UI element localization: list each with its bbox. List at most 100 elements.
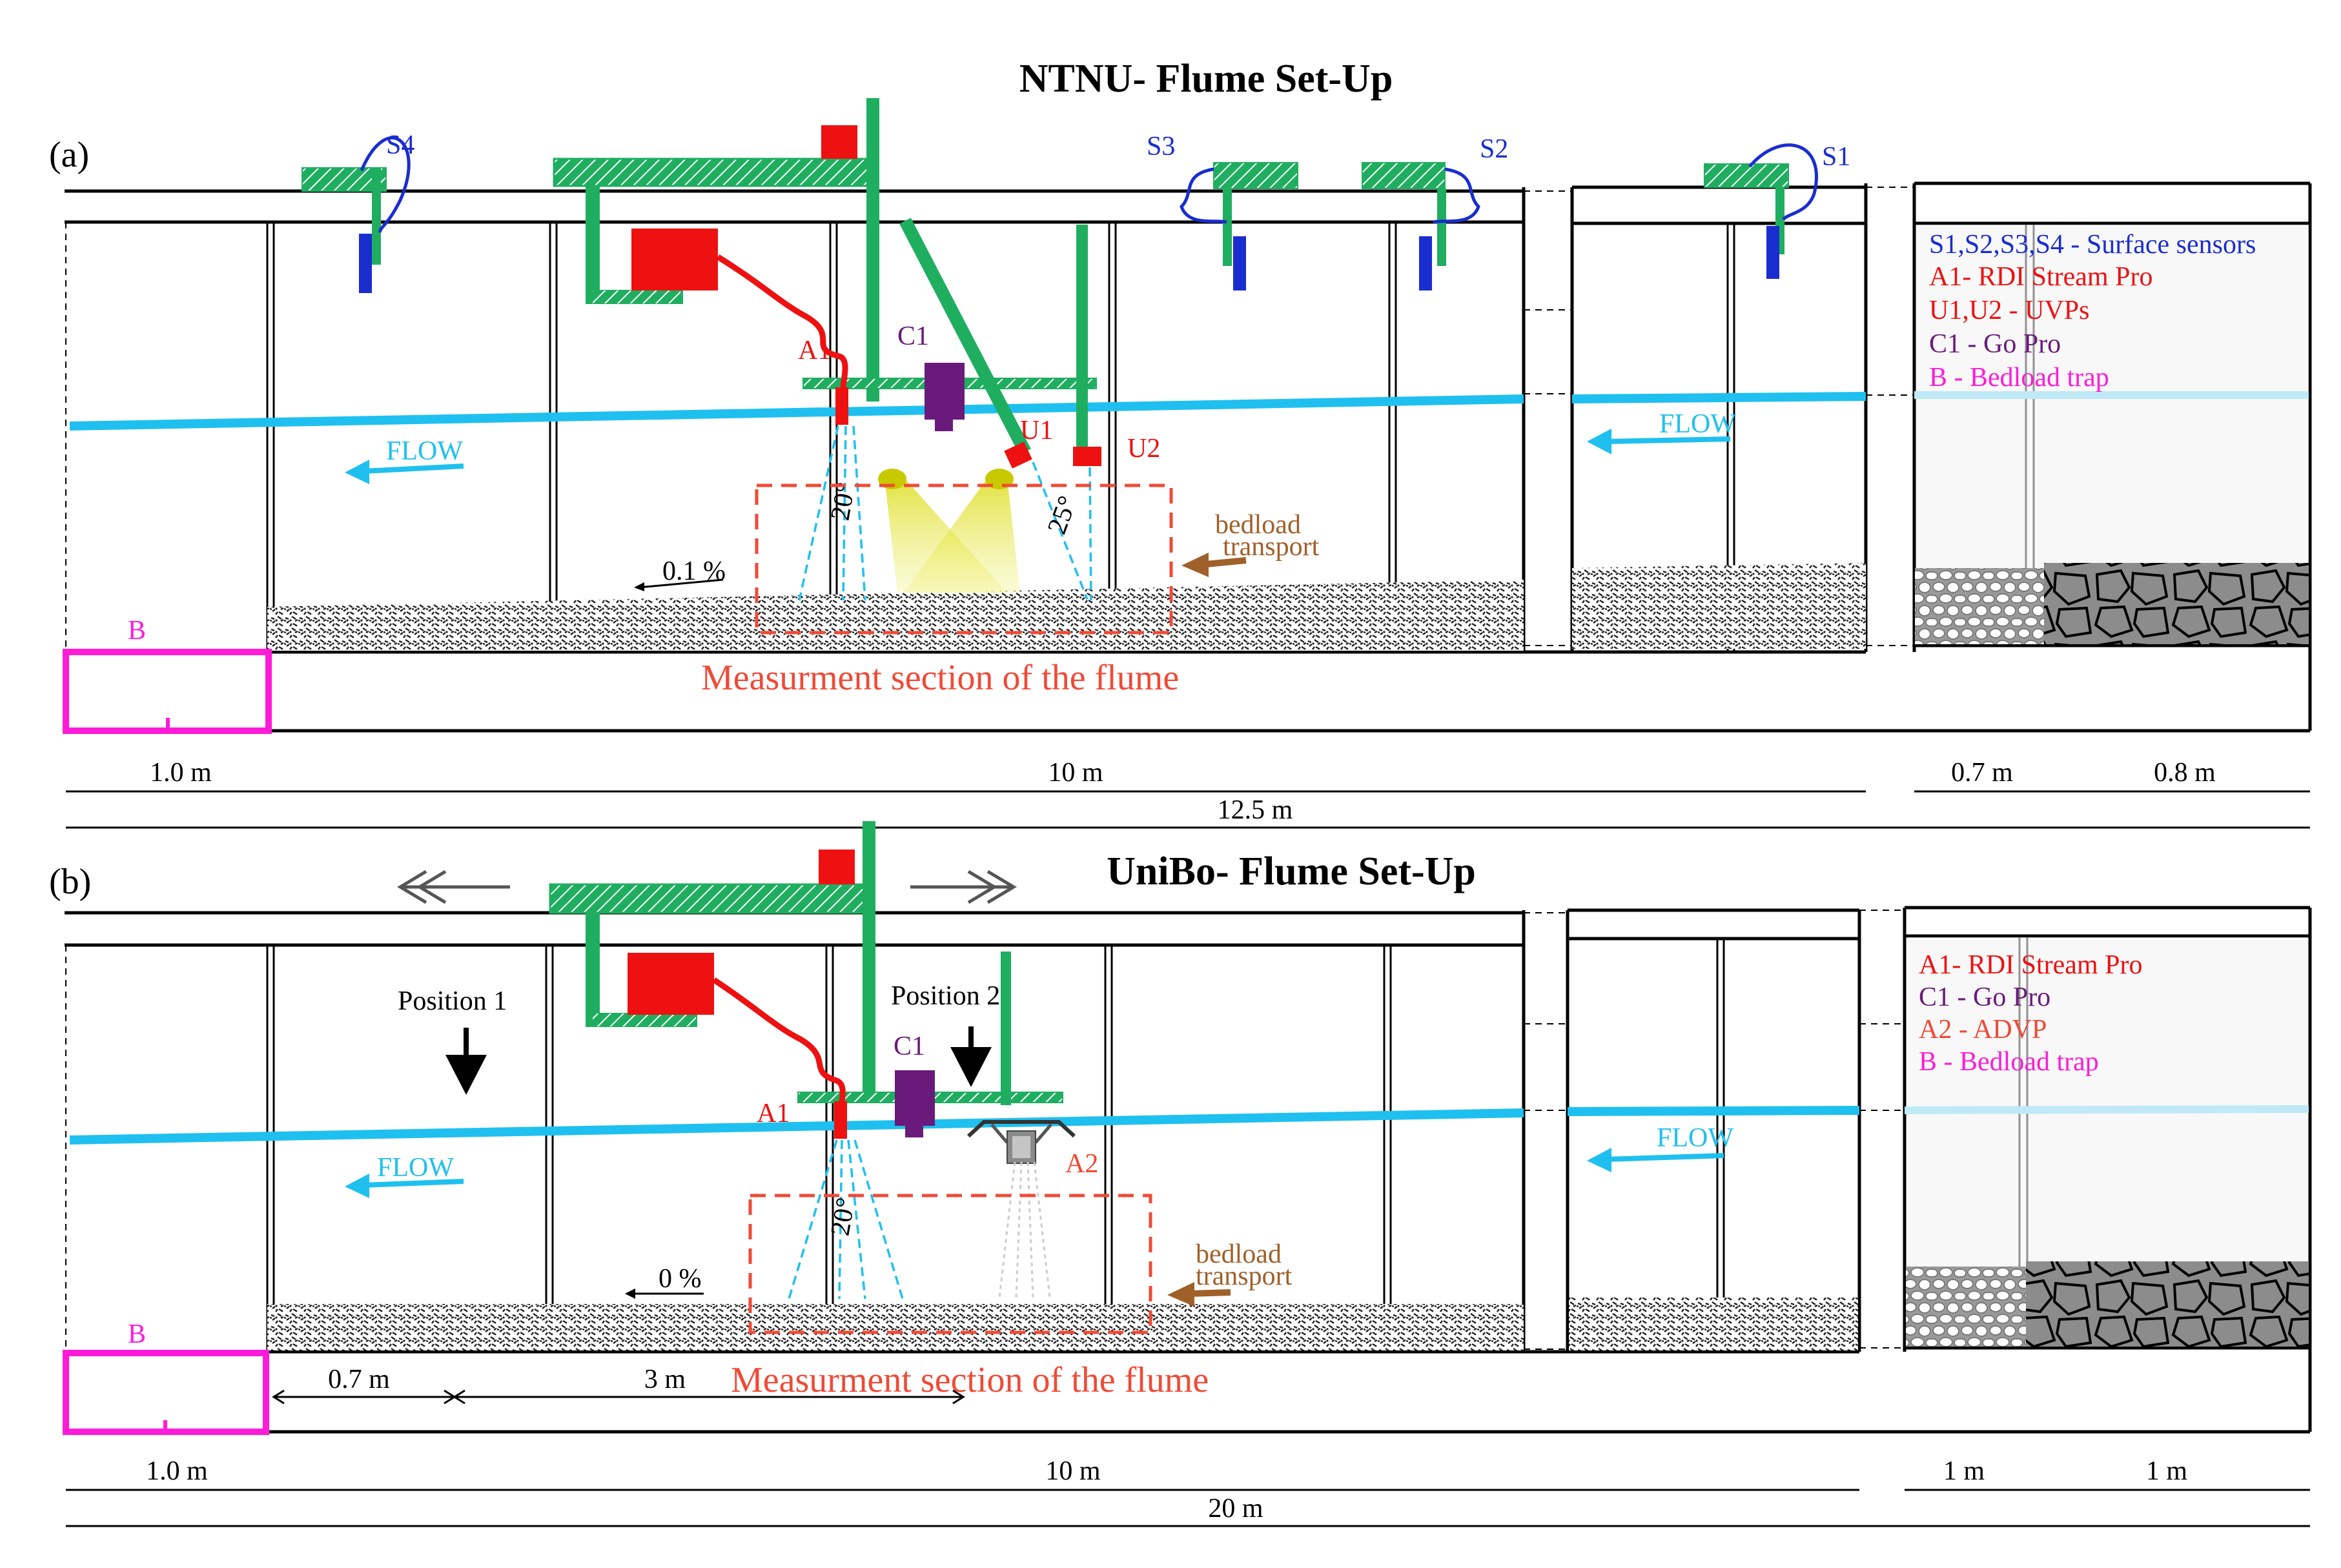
legend-item: C1 - Go Pro	[1929, 329, 2061, 359]
light-beam-right	[904, 478, 1020, 593]
dimensions-b: 1.0 m 10 m 1 m 1 m 20 m	[66, 1456, 2310, 1527]
u2-label: U2	[1127, 434, 1160, 463]
legend-item: A1- RDI Stream Pro	[1929, 262, 2152, 292]
bedload-label-line1: bedload	[1215, 510, 1301, 540]
bedload-trap-label-b: B	[128, 1319, 146, 1349]
angle-label-b-1: 20°	[826, 1196, 862, 1238]
flow-label: FLOW	[1659, 409, 1736, 439]
double-arrow-icon	[397, 870, 1017, 904]
panel-b-tag: (b)	[49, 862, 91, 902]
stream-pro-probe-a	[835, 387, 848, 425]
water-surface-a-2	[1571, 392, 1866, 403]
water-surface-b-2	[1567, 1106, 1860, 1116]
legend-item: A2 - ADVP	[1919, 1015, 2047, 1044]
stream-pro-probe-b	[834, 1101, 847, 1139]
legend-item: B - Bedload trap	[1929, 363, 2109, 392]
boulder-filter-b	[2026, 1261, 2309, 1347]
dimension-label: 1 m	[1943, 1456, 1985, 1486]
bedload-label-line2: transport	[1223, 532, 1320, 562]
sensor-s4: S4	[302, 130, 414, 293]
legend-a: S1,S2,S3,S4 - Surface sensors A1- RDI St…	[1929, 230, 2256, 392]
position-1-label: Position 1	[398, 986, 507, 1016]
measurement-label-b: Measurment section of the flume	[731, 1360, 1209, 1400]
gantry-motor	[819, 850, 855, 884]
gravel-bed-a	[267, 580, 1524, 651]
dimension-label: 1 m	[2146, 1456, 2188, 1486]
gravel-bed-b	[267, 1304, 1524, 1350]
sensor-icon	[1766, 226, 1779, 279]
measurement-label-a: Measurment section of the flume	[701, 658, 1179, 698]
c1-label-a: C1	[897, 321, 929, 351]
legend-item: B - Bedload trap	[1919, 1047, 2099, 1077]
u1-label: U1	[1020, 416, 1053, 445]
flow-arrow-a-1: FLOW	[345, 436, 464, 484]
bedload-trap-b	[63, 1350, 269, 1435]
uvp-u1	[1004, 442, 1032, 469]
panel-a-title: NTNU- Flume Set-Up	[1019, 57, 1393, 101]
legend-item: S1,S2,S3,S4 - Surface sensors	[1929, 230, 2256, 260]
bedload-label-line2: transport	[1196, 1261, 1293, 1291]
position-2-label: Position 2	[891, 981, 1000, 1011]
sensor-s2: S2	[1362, 134, 1508, 290]
a2-label: A2	[1065, 1149, 1098, 1179]
water-surface-b	[69, 1108, 1524, 1145]
angle-label-a-1: 20°	[826, 480, 862, 523]
sensor-label-s1: S1	[1822, 142, 1850, 172]
legend-item: C1 - Go Pro	[1919, 983, 2050, 1012]
dimensions-a: 1.0 m 10 m 0.7 m 0.8 m 12.5 m	[66, 758, 2310, 829]
arrow-left-icon	[345, 1174, 369, 1198]
measurement-box-a	[755, 484, 1173, 635]
dimension-label: 0.8 m	[2154, 758, 2216, 788]
sensor-label-s4: S4	[386, 130, 414, 160]
sensor-s1: S1	[1704, 142, 1850, 279]
arrow-left-icon	[1181, 553, 1209, 577]
panel-a: NTNU- Flume Set-Up (a)	[49, 57, 2312, 829]
stream-pro-box-a	[631, 229, 718, 290]
dimension-label: 20 m	[1208, 1494, 1263, 1523]
position-1-marker: Position 1	[398, 986, 507, 1095]
arrow-left-icon	[1167, 1282, 1194, 1307]
dimension-label: 0.7 m	[328, 1365, 390, 1394]
bedload-arrow-a: bedload transport	[1181, 510, 1320, 577]
dimension-label: 10 m	[1045, 1456, 1101, 1486]
dimension-label: 3 m	[644, 1365, 686, 1394]
pebble-filter-a	[1915, 568, 2044, 644]
flow-label: FLOW	[386, 436, 463, 466]
sensor-label-s3: S3	[1147, 132, 1175, 161]
flume-a-outline	[65, 181, 2312, 733]
gantry-a	[553, 98, 1097, 455]
flow-arrow-b-1: FLOW	[345, 1153, 464, 1198]
camera-icon	[895, 1070, 935, 1137]
panel-a-tag: (a)	[49, 135, 89, 175]
flow-label: FLOW	[377, 1153, 454, 1183]
acoustic-beams-a	[798, 425, 1092, 601]
slope-indicator-b: 0 %	[625, 1264, 704, 1299]
bedload-label-line1: bedload	[1196, 1239, 1282, 1269]
dimension-label: 1.0 m	[146, 1456, 208, 1486]
legend-item: U1,U2 - UVPs	[1929, 296, 2090, 325]
dimension-label: 10 m	[1048, 758, 1103, 788]
sensor-icon	[1233, 236, 1246, 290]
gravel-bed-b-2	[1569, 1298, 1858, 1350]
angle-label-a-2: 25°	[1042, 492, 1083, 538]
gantry-motor	[821, 125, 857, 159]
dimension-label: 1.0 m	[150, 758, 212, 788]
inner-dimensions-b: 0.7 m 3 m	[272, 1365, 965, 1405]
bedload-arrow-b: bedload transport	[1167, 1239, 1293, 1307]
bedload-trap-label-a: B	[128, 616, 146, 646]
sensor-label-s2: S2	[1480, 134, 1508, 164]
panel-b-title: UniBo- Flume Set-Up	[1107, 850, 1476, 893]
a1-label-b: A1	[757, 1099, 790, 1128]
water-surface-b-3	[1904, 1105, 2309, 1114]
gantry-b	[549, 821, 1063, 1105]
sensor-icon	[359, 234, 372, 293]
arrow-left-icon	[345, 460, 369, 484]
slope-indicator-a: 0.1 %	[634, 556, 726, 591]
legend-item: A1- RDI Stream Pro	[1919, 950, 2142, 980]
arrow-left-icon	[1587, 1148, 1611, 1172]
position-2-marker: Position 2	[891, 981, 1000, 1087]
arrow-left-icon	[1587, 429, 1611, 454]
arrow-down-icon	[445, 1055, 487, 1095]
